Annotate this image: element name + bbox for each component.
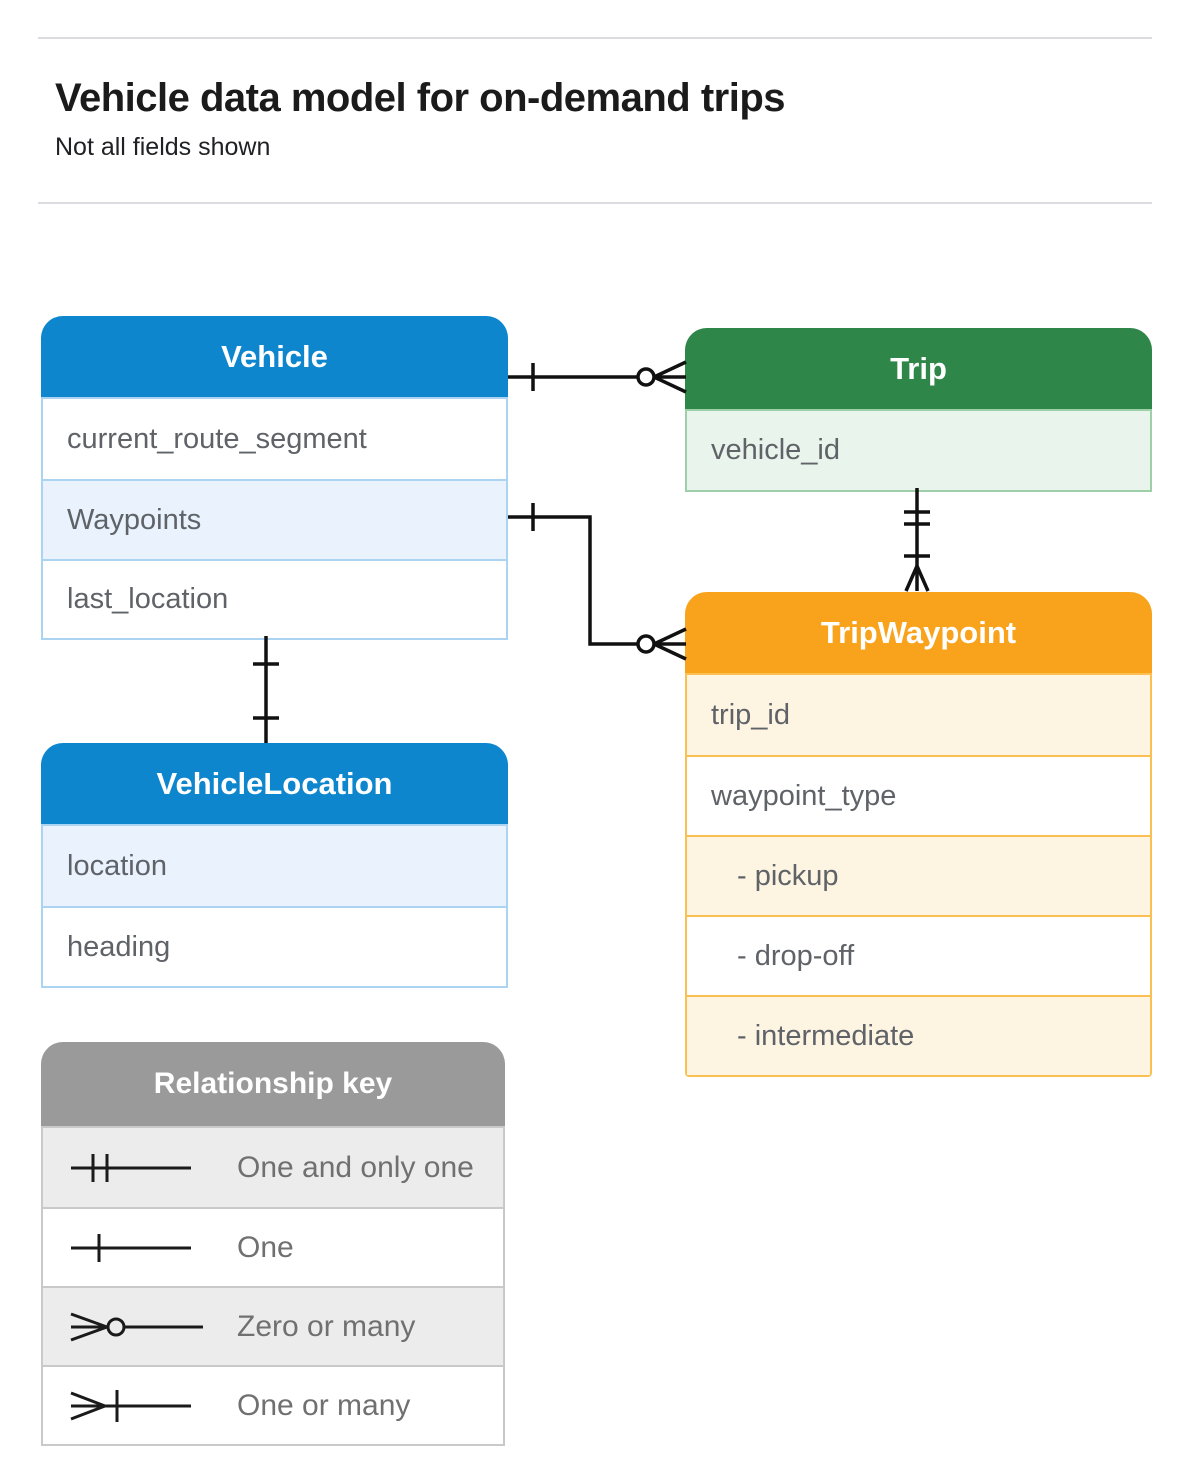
relationship-key: Relationship key One and only one One: [41, 1042, 505, 1446]
field-waypoint-type-intermediate: - intermediate: [687, 995, 1150, 1075]
field-waypoint-type: waypoint_type: [687, 755, 1150, 835]
relationship-key-title: Relationship key: [41, 1042, 505, 1126]
connector-vehicle-trip: [508, 360, 687, 394]
legend-item-one-or-many: One or many: [43, 1365, 503, 1444]
field-location: location: [43, 826, 506, 906]
field-vehicle-id: vehicle_id: [687, 411, 1150, 490]
entity-trip-title: Trip: [685, 328, 1152, 409]
field-heading: heading: [43, 906, 506, 986]
top-divider: [38, 37, 1152, 39]
page-subtitle: Not all fields shown: [55, 133, 271, 161]
relationship-key-body: One and only one One Zero or many: [41, 1126, 505, 1446]
entity-vehicle-location: VehicleLocation location heading: [41, 743, 508, 988]
one-symbol-icon: [63, 1226, 213, 1270]
connector-vehicle-vehiclelocation: [253, 636, 279, 743]
field-trip-id: trip_id: [687, 675, 1150, 755]
legend-label: One and only one: [237, 1150, 474, 1184]
zero-or-many-symbol-icon: [63, 1305, 213, 1349]
connector-trip-tripwaypoint: [904, 488, 930, 592]
one-or-many-symbol-icon: [63, 1384, 213, 1428]
field-last-location: last_location: [43, 559, 506, 638]
entity-vehicle-location-body: location heading: [41, 824, 508, 988]
entity-vehicle: Vehicle current_route_segment Waypoints …: [41, 316, 508, 640]
entity-vehicle-body: current_route_segment Waypoints last_loc…: [41, 397, 508, 640]
entity-trip-waypoint: TripWaypoint trip_id waypoint_type - pic…: [685, 592, 1152, 1077]
legend-label: One: [237, 1230, 294, 1264]
connector-waypoints-tripwaypoint: [508, 503, 687, 661]
one-and-only-one-symbol-icon: [63, 1146, 213, 1190]
legend-label: One or many: [237, 1388, 411, 1422]
page-title: Vehicle data model for on-demand trips: [55, 76, 786, 120]
entity-trip-waypoint-body: trip_id waypoint_type - pickup - drop-of…: [685, 673, 1152, 1077]
field-waypoints: Waypoints: [43, 479, 506, 559]
field-waypoint-type-pickup: - pickup: [687, 835, 1150, 915]
field-waypoint-type-drop-off: - drop-off: [687, 915, 1150, 995]
header-divider: [38, 202, 1152, 204]
legend-item-one-and-only-one: One and only one: [43, 1128, 503, 1207]
entity-trip: Trip vehicle_id: [685, 328, 1152, 492]
entity-vehicle-location-title: VehicleLocation: [41, 743, 508, 824]
legend-item-zero-or-many: Zero or many: [43, 1286, 503, 1365]
legend-label: Zero or many: [237, 1309, 416, 1343]
entity-vehicle-title: Vehicle: [41, 316, 508, 397]
field-current-route-segment: current_route_segment: [67, 422, 367, 455]
entity-trip-waypoint-title: TripWaypoint: [685, 592, 1152, 673]
entity-trip-body: vehicle_id: [685, 409, 1152, 492]
legend-item-one: One: [43, 1207, 503, 1286]
